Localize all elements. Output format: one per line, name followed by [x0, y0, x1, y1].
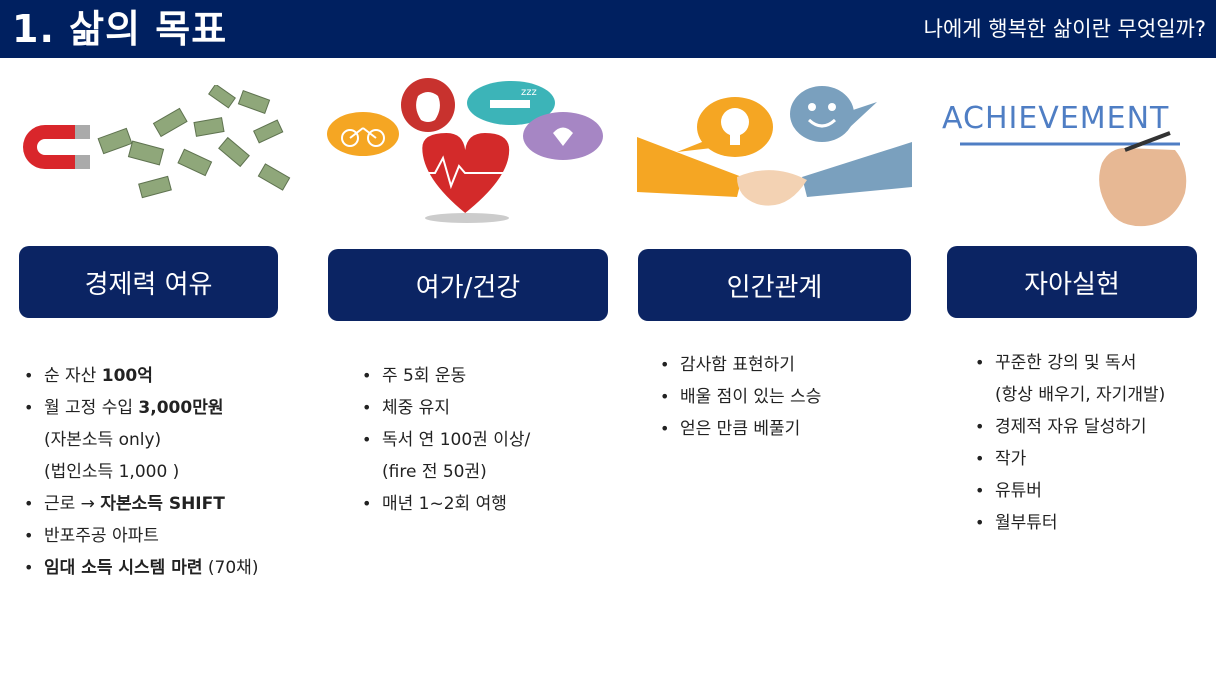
handshake-icon — [637, 86, 912, 206]
list-item: 감사함 표현하기 — [660, 349, 910, 381]
achievement-text: ACHIEVEMENT — [942, 101, 1169, 136]
list-item: 반포주공 아파트 — [24, 520, 314, 552]
list-item-continued: (fire 전 50권) — [382, 462, 487, 482]
health-leisure-icon: zzz — [327, 78, 603, 223]
category-label: 여가/건강 — [415, 272, 521, 303]
list-item: 얻은 만큼 베풀기 — [660, 413, 910, 445]
achievement-icon: ACHIEVEMENT — [942, 101, 1187, 227]
category-leisure-health: 여가/건강 — [328, 249, 608, 321]
list-item: 순 자산 100억 — [24, 360, 314, 392]
list-leisure-health: 주 5회 운동 체중 유지 독서 연 100권 이상/ (fire 전 50권)… — [362, 360, 612, 520]
category-label: 경제력 여유 — [84, 269, 213, 300]
list-item: 꾸준한 강의 및 독서 — [975, 347, 1211, 379]
list-item: 독서 연 100권 이상/ — [362, 424, 612, 456]
list-relationships: 감사함 표현하기 배울 점이 있는 스승 얻은 만큼 베풀기 — [660, 349, 910, 445]
list-economic: 순 자산 100억 월 고정 수입 3,000만원 (자본소득 only) (법… — [24, 360, 314, 584]
list-item-continued: (항상 배우기, 자기개발) — [995, 385, 1166, 405]
list-item: 경제적 자유 달성하기 — [975, 411, 1211, 443]
page-title: 1. 삶의 목표 — [12, 7, 228, 51]
list-item: 매년 1~2회 여행 — [362, 488, 612, 520]
list-item-continued: (법인소득 1,000 ) — [44, 462, 180, 482]
list-item: 배울 점이 있는 스승 — [660, 381, 910, 413]
category-label: 자아실현 — [1024, 269, 1120, 300]
list-self-realization: 꾸준한 강의 및 독서 (항상 배우기, 자기개발) 경제적 자유 달성하기 작… — [975, 347, 1211, 539]
list-item: 유튜버 — [975, 475, 1211, 507]
list-item: 월부튜터 — [975, 507, 1211, 539]
category-relationships: 인간관계 — [638, 249, 911, 321]
list-item: 체중 유지 — [362, 392, 612, 424]
category-economic: 경제력 여유 — [19, 246, 278, 318]
magnet-money-icon — [23, 85, 291, 199]
category-self-realization: 자아실현 — [947, 246, 1197, 318]
svg-text:zzz: zzz — [521, 87, 537, 98]
header-bar: 1. 삶의 목표 나에게 행복한 삶이란 무엇일까? — [0, 0, 1216, 58]
list-item-continued: (자본소득 only) — [44, 430, 162, 450]
list-item: 작가 — [975, 443, 1211, 475]
page-subtitle: 나에게 행복한 삶이란 무엇일까? — [923, 17, 1206, 41]
list-item: 근로 → 자본소득 SHIFT — [24, 488, 314, 520]
list-item: 월 고정 수입 3,000만원 — [24, 392, 314, 424]
category-label: 인간관계 — [726, 272, 823, 303]
list-item: 주 5회 운동 — [362, 360, 612, 392]
list-item: 임대 소득 시스템 마련 (70채) — [24, 552, 314, 584]
